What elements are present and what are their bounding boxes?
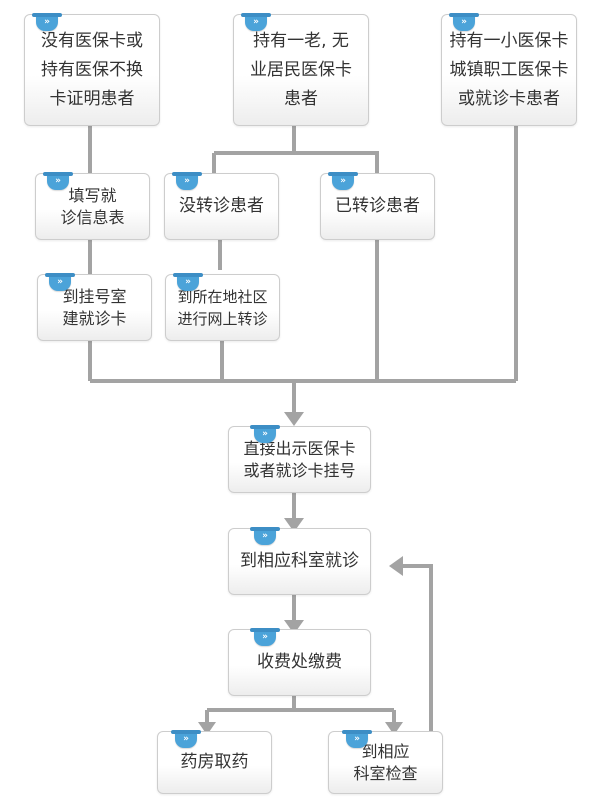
double-chevron-down-icon: » [32,13,62,31]
node-referred: » 已转诊患者 [320,172,435,240]
node-label: 到所在地社区 进行网上转诊 [177,287,268,328]
double-chevron-down-icon: » [241,13,271,31]
connector-split-bar [212,151,379,174]
node-department-exam: » 到相应 科室检查 [328,730,443,794]
double-chevron-down-icon: » [171,730,201,748]
arrowhead-payment [284,620,304,634]
double-chevron-down-icon: » [328,172,358,190]
node-label: 到相应科室就诊 [240,551,359,571]
node-label: 到相应 科室检查 [353,741,418,783]
node-label: 没有医保卡或 持有医保不换 卡证明患者 [41,30,143,109]
node-label: 到挂号室 建就诊卡 [62,286,127,328]
node-no-card: » 没有医保卡或 持有医保不换 卡证明患者 [24,13,160,126]
double-chevron-down-icon: » [342,730,372,748]
arrowhead-exam [385,722,403,735]
node-registration-room: » 到挂号室 建就诊卡 [37,273,152,341]
node-fill-form: » 填写就 诊信息表 [35,172,150,240]
double-chevron-down-icon: » [45,273,75,291]
double-chevron-down-icon: » [250,628,280,646]
node-label: 已转诊患者 [335,196,420,216]
node-label: 没转诊患者 [179,196,264,216]
node-community-referral: » 到所在地社区 进行网上转诊 [165,273,280,341]
arrowhead-pharmacy [198,722,216,735]
double-chevron-down-icon: » [449,13,479,31]
arrowhead-show-card [284,412,304,426]
node-label: 持有一小医保卡 城镇职工医保卡 或就诊卡患者 [449,30,569,109]
node-label: 持有一老, 无 业居民医保卡 患者 [250,30,352,109]
node-label: 药房取药 [180,752,249,772]
arrowhead-loop-back [389,556,403,576]
node-pharmacy: » 药房取药 [157,730,272,794]
node-label: 填写就 诊信息表 [60,185,125,227]
node-show-card: » 直接出示医保卡 或者就诊卡挂号 [228,425,371,493]
arrowheads [198,412,403,735]
double-chevron-down-icon: » [250,527,280,545]
node-payment: » 收费处缴费 [228,628,371,696]
arrowhead-department [284,518,304,532]
node-child-worker: » 持有一小医保卡 城镇职工医保卡 或就诊卡患者 [441,13,577,126]
double-chevron-down-icon: » [43,172,73,190]
double-chevron-down-icon: » [173,273,203,291]
node-label: 直接出示医保卡 或者就诊卡挂号 [243,438,356,480]
node-label: 收费处缴费 [257,652,342,672]
double-chevron-down-icon: » [250,425,280,443]
node-department-visit: » 到相应科室就诊 [228,527,371,595]
node-not-referred: » 没转诊患者 [164,172,279,240]
connector-exam-loop-back [402,564,433,733]
double-chevron-down-icon: » [172,172,202,190]
node-old-resident: » 持有一老, 无 业居民医保卡 患者 [233,13,369,126]
